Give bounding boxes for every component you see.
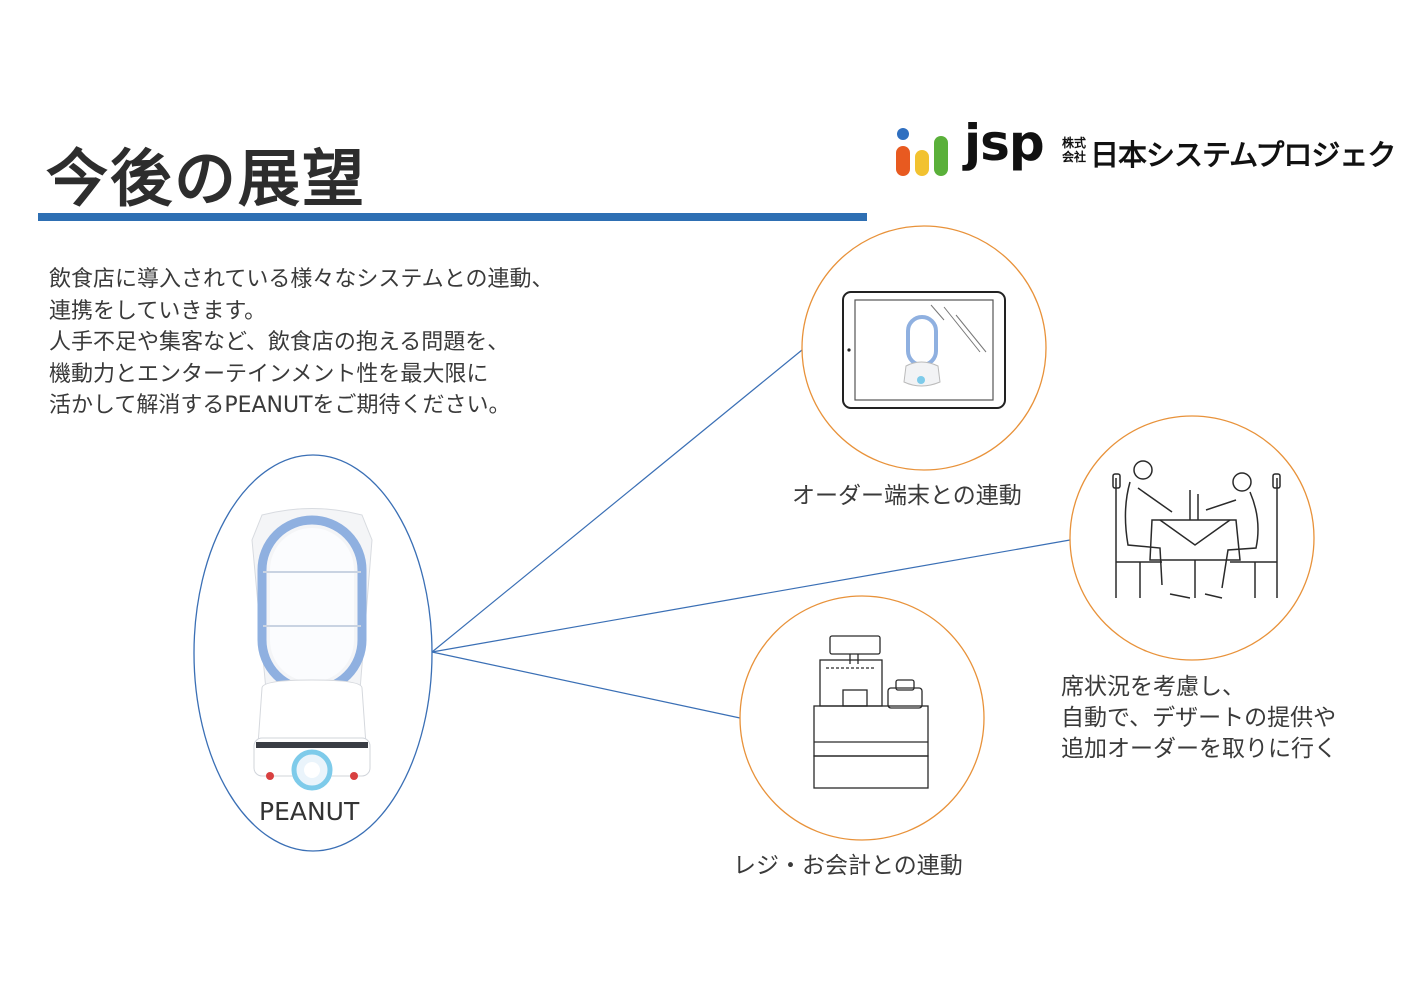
register-caption: レジ・お会計との連動 bbox=[733, 853, 963, 879]
seat-status-circle bbox=[1069, 415, 1315, 661]
register-circle bbox=[739, 595, 985, 841]
diners-at-table-icon bbox=[1112, 460, 1281, 599]
seat-caption-line: 自動で、デザートの提供や bbox=[1061, 705, 1337, 731]
logo-company-name: 日本システムプロジェクト bbox=[1090, 138, 1403, 172]
description-line: 人手不足や集客など、飲食店の抱える問題を、 bbox=[49, 330, 510, 355]
robot-ellipse bbox=[193, 454, 433, 852]
connector-register bbox=[431, 651, 741, 719]
connector-seat bbox=[431, 539, 1071, 653]
description-line: 飲食店に導入されている様々なシステムとの連動、 bbox=[49, 267, 554, 292]
logo-wordmark: jsp bbox=[964, 114, 1045, 172]
description-line: 活かして解消するPEANUTをご期待ください。 bbox=[49, 393, 511, 418]
company-logo: jsp 株式会社 日本システムプロジェクト bbox=[890, 114, 1403, 184]
robot-label: PEANUT bbox=[259, 797, 360, 826]
description-line: 機動力とエンターテインメント性を最大限に bbox=[49, 361, 489, 387]
description-line: 連携をしていきます。 bbox=[49, 298, 267, 324]
page-title: 今後の展望 bbox=[46, 142, 367, 215]
seat-caption-line: 追加オーダーを取りに行く bbox=[1061, 736, 1337, 762]
connector-order bbox=[431, 349, 803, 653]
cash-register-icon bbox=[813, 635, 929, 789]
order-terminal-caption: オーダー端末との連動 bbox=[792, 483, 1022, 509]
title-underline bbox=[38, 213, 867, 221]
seat-status-caption: 席状況を考慮し、 自動で、デザートの提供や 追加オーダーを取りに行く bbox=[1061, 672, 1337, 765]
peanut-robot-icon bbox=[251, 508, 373, 791]
seat-caption-line: 席状況を考慮し、 bbox=[1061, 674, 1245, 700]
tablet-with-robot-icon bbox=[842, 291, 1006, 409]
logo-mark-icon bbox=[896, 128, 948, 176]
description-text: 飲食店に導入されている様々なシステムとの連動、 連携をしていきます。 人手不足や… bbox=[49, 264, 553, 422]
logo-company-prefix: 株式会社 bbox=[1062, 136, 1087, 164]
